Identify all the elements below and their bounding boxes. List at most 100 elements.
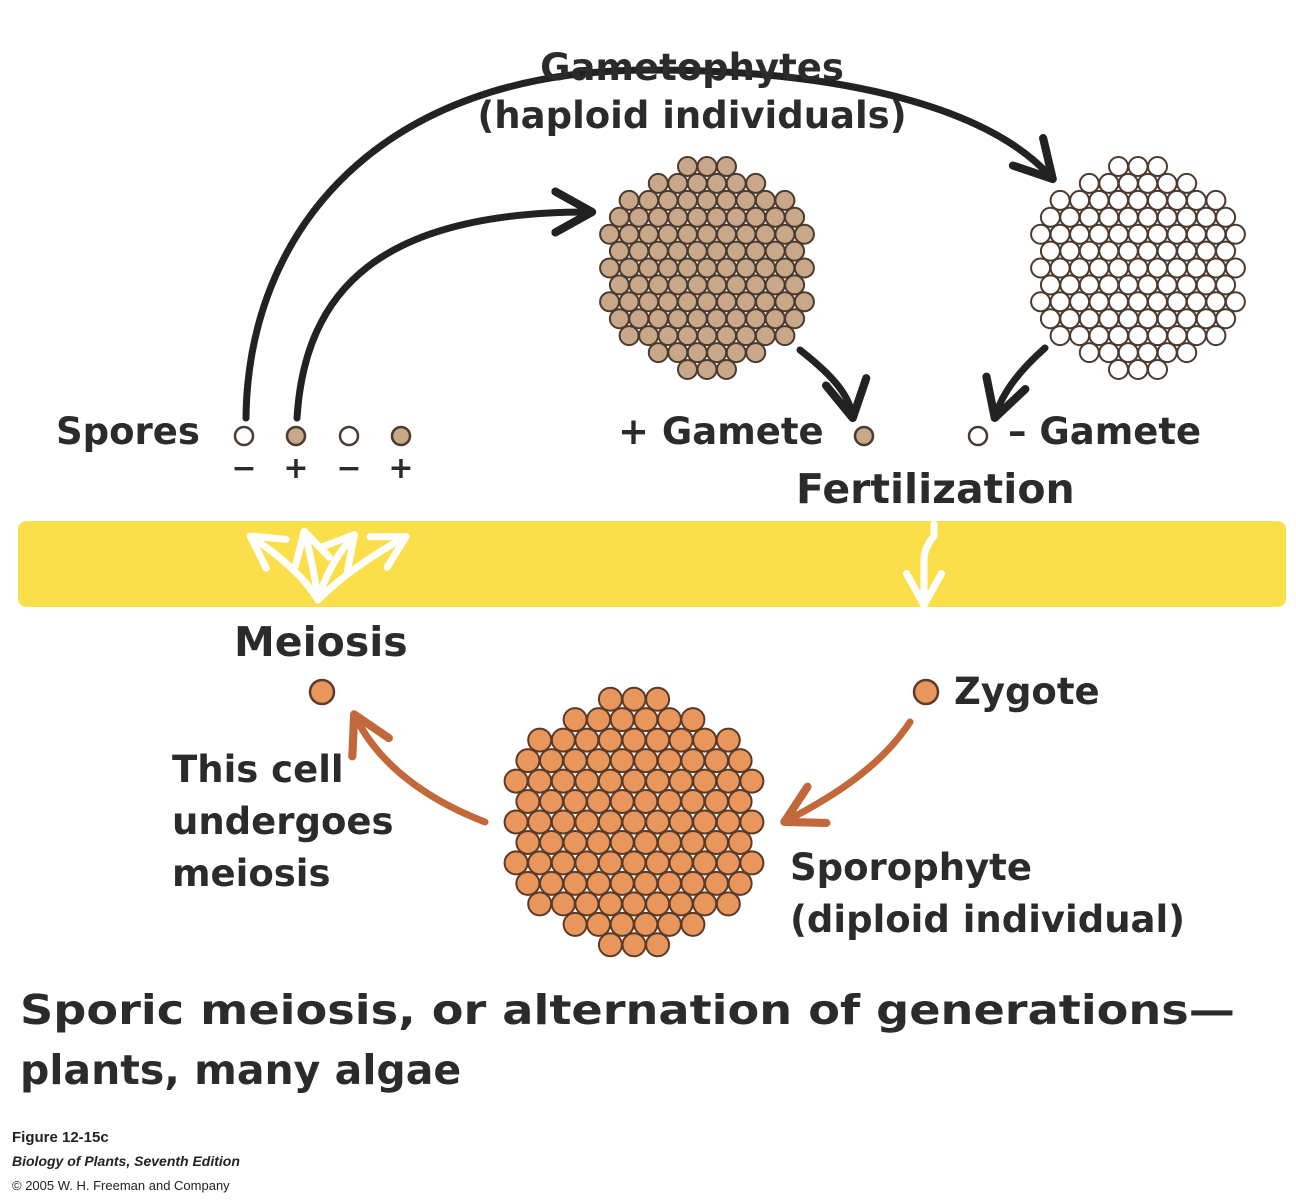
plus-gametophyte-cell [657, 223, 679, 245]
plus-gametophyte-cell [764, 206, 786, 228]
minus-gametophyte-cell [1108, 223, 1129, 245]
plus-gametophyte-cell [745, 274, 767, 296]
plus-gametophyte-cell [716, 257, 737, 279]
minus-gametophyte-cell [1059, 206, 1081, 228]
plus-gametophyte-cell [677, 291, 698, 313]
minus-gametophyte-cell [1030, 223, 1052, 245]
sporophyte-cell [692, 809, 718, 835]
spore-sign-4: + [388, 451, 413, 486]
plus-gametophyte-cell [774, 325, 796, 347]
sporophyte-cell [609, 830, 635, 855]
gametophytes-subtitle: (haploid individuals) [477, 94, 906, 137]
sporophyte-cell [597, 932, 623, 958]
sporophyte-cell [704, 748, 729, 774]
minus-gametophyte-cell [1147, 325, 1168, 347]
plus-gametophyte-cell [754, 325, 776, 347]
sporophyte-cell [586, 911, 612, 937]
sporophyte-cell [597, 891, 623, 917]
spore-plus-1 [285, 425, 307, 447]
sporophyte-cell [562, 748, 588, 774]
sporophyte-cell [609, 789, 635, 814]
sporophyte-cell [515, 830, 541, 855]
plus-gametophyte-cell [667, 274, 689, 296]
minus-gametophyte-cell [1078, 274, 1100, 296]
minus-gametophyte-cell [1176, 240, 1198, 262]
minus-gametophyte-cell [1224, 223, 1246, 245]
minus-gametophyte-cell [1156, 172, 1178, 194]
plus-gametophyte-cell [764, 274, 786, 296]
minus-gametophyte-cell [1049, 325, 1071, 347]
sporophyte-cell [645, 850, 671, 876]
plus-gametophyte-cell [677, 325, 698, 347]
minus-gametophyte-cell [1117, 342, 1139, 364]
plus-gametophyte-cell [696, 257, 718, 279]
sporophyte-cell [715, 850, 741, 876]
sporophyte-cell [645, 686, 671, 712]
arrow-plus-gametophyte-to-gamete [796, 346, 871, 423]
minus-gametophyte-cell [1117, 240, 1139, 262]
sporophyte-cell [562, 830, 588, 855]
plus-gametophyte-cell [657, 325, 679, 347]
minus-gamete-cell [967, 425, 989, 447]
sporophyte-cell [574, 809, 600, 835]
minus-gametophyte-cell [1049, 189, 1071, 211]
plus-gametophyte-cell [745, 206, 767, 228]
plus-gametophyte-cell [657, 291, 679, 313]
minus-gametophyte-cell [1185, 291, 1207, 313]
spores-label: Spores [56, 410, 200, 453]
plus-gamete-label: + Gamete [618, 410, 824, 453]
figure-number: Figure 12-15c [12, 1129, 109, 1146]
sporophyte-cell [515, 789, 541, 814]
plus-gametophyte-cell [793, 223, 815, 245]
plus-gametophyte-cell [686, 274, 708, 296]
sporophyte-cell [692, 727, 718, 753]
plus-gametophyte-cell [618, 325, 640, 347]
sporophyte-cell [586, 830, 612, 855]
plus-gametophyte-cell [667, 308, 689, 330]
minus-gametophyte-cell [1185, 223, 1207, 245]
minus-gametophyte-cell [1215, 308, 1237, 330]
minus-gametophyte-cell [1176, 342, 1198, 364]
sporophyte-cell [621, 850, 647, 876]
minus-gametophyte-cell [1069, 325, 1091, 347]
caption-line-1: Sporic meiosis, or alternation of genera… [20, 986, 1235, 1034]
minus-gametophyte-cell [1088, 325, 1110, 347]
sporophyte-cell [692, 768, 718, 794]
minus-gametophyte-body [1030, 156, 1246, 380]
sporophyte-cell [633, 748, 659, 774]
arrow-minus-gametophyte-to-gamete [982, 344, 1049, 422]
minus-gametophyte-cell [1137, 342, 1159, 364]
minus-gametophyte-cell [1176, 206, 1198, 228]
plus-gametophyte-cell [774, 223, 796, 245]
sporophyte-cell [503, 768, 529, 794]
caption-line-2: plants, many algae [20, 1046, 461, 1094]
minus-gametophyte-cell [1117, 274, 1139, 296]
gametophytes-title: Gametophytes [540, 46, 844, 89]
sporophyte-cell [633, 707, 659, 733]
minus-gametophyte-cell [1069, 189, 1091, 211]
sporophyte-subtitle: (diploid individual) [790, 898, 1185, 941]
plus-gametophyte-cell [638, 257, 660, 279]
minus-gametophyte-cell [1127, 325, 1149, 347]
ploidy-band [18, 521, 1286, 607]
plus-gametophyte-cell [784, 240, 806, 262]
minus-gametophyte-cell [1108, 189, 1129, 211]
plus-gametophyte-cell [677, 156, 698, 177]
plus-gametophyte-cell [764, 308, 786, 330]
plus-gametophyte-cell [647, 274, 669, 296]
sporophyte-cell [633, 830, 659, 855]
plus-gamete-cell [853, 425, 875, 447]
minus-gametophyte-cell [1069, 291, 1091, 313]
sporophyte-cell [656, 830, 682, 855]
spore-sign-2: + [283, 451, 308, 486]
plus-gametophyte-cell [774, 189, 796, 211]
meiosis-cell-note-line-3: meiosis [172, 852, 330, 895]
sporophyte-cell [539, 870, 564, 896]
sporophyte-cell [692, 850, 718, 876]
minus-gametophyte-cell [1156, 240, 1178, 262]
plus-gametophyte-cell [686, 206, 708, 228]
plus-gametophyte-cell [784, 308, 806, 330]
sporophyte-cell [680, 911, 706, 937]
sporophyte-cell [739, 850, 765, 876]
minus-gametophyte-cell [1117, 206, 1139, 228]
